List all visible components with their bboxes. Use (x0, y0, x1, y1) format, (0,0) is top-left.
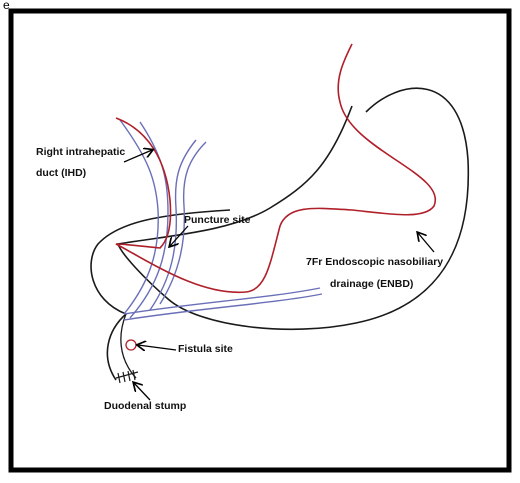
arrow-right-ihd (123, 150, 152, 163)
label-right-ihd-line2: duct (IHD) (36, 167, 87, 179)
duodenal-stump-staples (115, 369, 139, 384)
duodenum-outline-inner (120, 313, 137, 379)
arrow-duodenal-stump (134, 383, 151, 401)
label-right-ihd-line1: Right intrahepatic (36, 146, 126, 158)
stomach-outline (116, 87, 470, 331)
enbd-tube (115, 43, 437, 294)
panel-letter: e (3, 0, 10, 12)
label-fistula-site: Fistula site (178, 343, 233, 355)
arrow-fistula-site (138, 345, 177, 350)
arrow-enbd (418, 233, 435, 253)
label-enbd-line2: drainage (ENBD) (330, 278, 414, 290)
bile-duct-tree (119, 119, 323, 321)
figure-border (8, 8, 512, 473)
arrow-puncture-site (170, 225, 189, 246)
label-puncture-site: Puncture site (184, 214, 251, 226)
duodenum-outline (90, 209, 231, 381)
label-duodenal-stump: Duodenal stump (104, 400, 187, 412)
fistula-site-marker (125, 339, 137, 351)
label-enbd-line1: 7Fr Endoscopic nasobiliary (306, 256, 444, 268)
